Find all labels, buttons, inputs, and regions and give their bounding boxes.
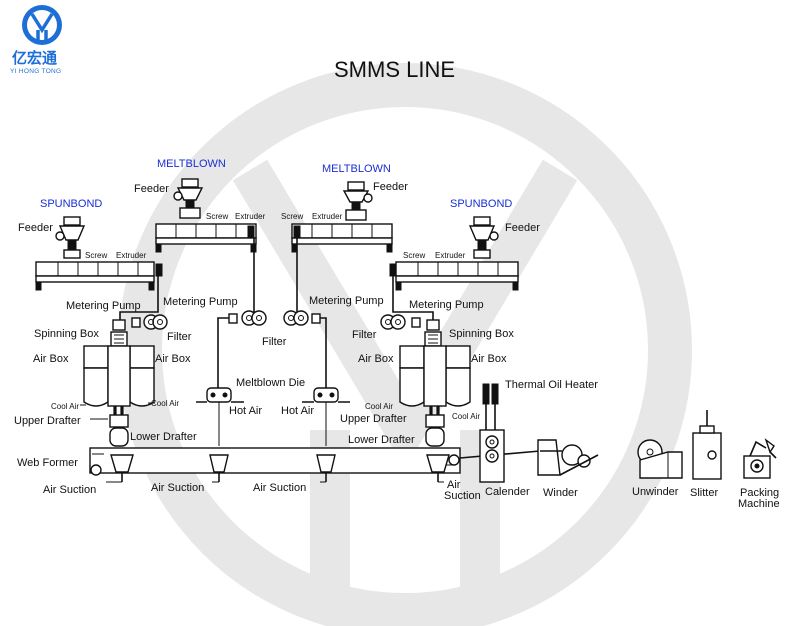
label-slitter: Slitter: [690, 487, 718, 499]
extruder-spunbond-left: [35, 261, 163, 291]
feeder-spunbond-left: [55, 216, 86, 259]
company-logo: 亿宏通 YI HONG TONG: [10, 5, 62, 75]
label-hot-air: Hot Air: [281, 405, 314, 417]
label-metering-pump: Metering Pump: [163, 296, 238, 308]
spinning-box-spunbond-left: [110, 331, 128, 347]
unwinder: [637, 439, 683, 479]
label-screw: Screw: [281, 212, 303, 221]
section-meltblown-right: MELTBLOWN: [322, 163, 391, 175]
label-cool-air: Cool Air: [151, 399, 179, 408]
feeder-spunbond-right: [468, 216, 499, 259]
label-screw: Screw: [403, 251, 425, 260]
filter-spunbond-left: [112, 319, 126, 331]
label-cool-air: Cool Air: [365, 402, 393, 411]
drafter-spunbond-left: [109, 406, 129, 447]
slitter: [692, 410, 722, 480]
label-packing: Packing: [740, 487, 779, 499]
meltblown-left-unit: Feeder Screw Extruder Metering Pump Filt…: [134, 178, 287, 446]
section-meltblown-left: MELTBLOWN: [157, 158, 226, 170]
winder: [537, 439, 599, 476]
logo-subtitle: YI HONG TONG: [10, 68, 61, 75]
label-lower-drafter: Lower Drafter: [348, 434, 415, 446]
web-former: [89, 447, 541, 483]
label-metering-pump: Metering Pump: [66, 300, 141, 312]
label-feeder: Feeder: [134, 183, 169, 195]
filter-spunbond-right: [426, 319, 440, 331]
extruder-meltblown-left: [155, 223, 257, 253]
label-air-box: Air Box: [358, 353, 394, 365]
label-air-box: Air Box: [155, 353, 191, 365]
label-meltblown-die: Meltblown Die: [236, 377, 305, 389]
label-feeder: Feeder: [373, 181, 408, 193]
thermal-oil-heater: [482, 383, 499, 430]
label-lower-drafter: Lower Drafter: [130, 431, 197, 443]
meltblown-right-unit: Feeder Screw Extruder Metering Pump Melt…: [236, 181, 408, 446]
metering-pump-meltblown-left: [228, 310, 267, 326]
label-metering-pump: Metering Pump: [309, 295, 384, 307]
label-calender: Calender: [485, 486, 530, 498]
calender: [479, 429, 505, 483]
label-screw: Screw: [85, 251, 107, 260]
label-filter: Filter: [167, 331, 192, 343]
label-spinning-box: Spinning Box: [34, 328, 99, 340]
label-air-box: Air Box: [471, 353, 507, 365]
label-machine: Machine: [738, 498, 780, 510]
label-screw: Screw: [206, 212, 228, 221]
metering-pump-spunbond-right: [380, 314, 421, 330]
feeder-meltblown-left: [173, 178, 204, 219]
page-title: SMMS LINE: [334, 57, 455, 82]
spunbond-left-unit: Feeder Screw Extruder Metering Pump Filt…: [14, 216, 197, 447]
label-feeder: Feeder: [18, 222, 53, 234]
label-extruder: Extruder: [235, 212, 266, 221]
label-filter: Filter: [262, 336, 287, 348]
label-upper-drafter: Upper Drafter: [14, 415, 81, 427]
label-unwinder: Unwinder: [632, 486, 679, 498]
section-spunbond-right: SPUNBOND: [450, 198, 512, 210]
label-extruder: Extruder: [312, 212, 343, 221]
extruder-meltblown-right: [291, 223, 393, 253]
label-hot-air: Hot Air: [229, 405, 262, 417]
label-metering-pump: Metering Pump: [409, 299, 484, 311]
drafter-spunbond-right: [425, 406, 445, 447]
extruder-spunbond-right: [389, 261, 519, 291]
feeder-meltblown-right: [342, 181, 373, 221]
label-air-suction: Air Suction: [253, 482, 306, 494]
label-thermal-oil-heater: Thermal Oil Heater: [505, 379, 598, 391]
label-suction: Suction: [444, 490, 481, 502]
label-cool-air: Cool Air: [452, 412, 480, 421]
label-extruder: Extruder: [435, 251, 466, 260]
spinning-box-spunbond-right: [424, 331, 442, 347]
label-winder: Winder: [543, 487, 578, 499]
label-upper-drafter: Upper Drafter: [340, 413, 407, 425]
air-box-spunbond-right: [399, 345, 471, 407]
section-spunbond-left: SPUNBOND: [40, 198, 102, 210]
meltblown-die-left: [206, 387, 232, 410]
label-feeder: Feeder: [505, 222, 540, 234]
label-extruder: Extruder: [116, 251, 147, 260]
logo-name: 亿宏通: [12, 49, 57, 67]
label-air-suction: Air Suction: [151, 482, 204, 494]
spunbond-right-unit: Feeder Screw Extruder Metering Pump Filt…: [340, 216, 540, 447]
label-air-box: Air Box: [33, 353, 69, 365]
label-cool-air: Cool Air: [51, 402, 79, 411]
label-air-suction: Air Suction: [43, 484, 96, 496]
label-air: Air: [447, 479, 461, 491]
label-spinning-box: Spinning Box: [449, 328, 514, 340]
label-web-former: Web Former: [17, 457, 78, 469]
meltblown-die-right: [313, 387, 339, 410]
packing-machine: [743, 438, 777, 479]
label-filter: Filter: [352, 329, 377, 341]
metering-pump-spunbond-left: [131, 314, 168, 330]
air-box-spunbond-left: [83, 345, 155, 407]
